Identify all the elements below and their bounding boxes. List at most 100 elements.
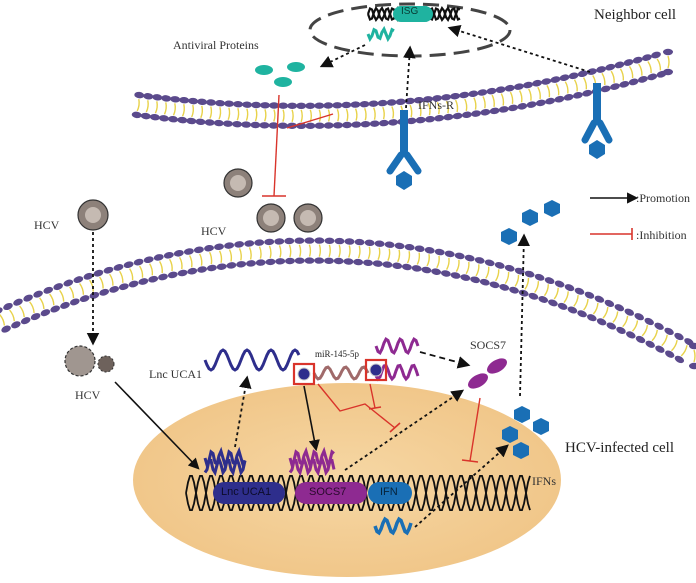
phospholipid-head xyxy=(242,101,253,108)
phospholipid-head xyxy=(401,263,412,271)
socs7-mrna xyxy=(374,363,420,382)
phospholipid-head xyxy=(626,331,636,339)
phospholipid-head xyxy=(645,340,655,348)
phospholipid-head xyxy=(275,258,286,265)
phospholipid-head xyxy=(474,257,485,264)
phospholipid-tail xyxy=(553,287,559,300)
phospholipid-head xyxy=(123,261,134,269)
phospholipid-tail xyxy=(564,81,569,94)
phospholipid-head xyxy=(528,292,539,300)
phospholipid-head xyxy=(651,51,661,59)
phospholipid-head xyxy=(222,120,233,127)
antiviral-proteins-label: Antiviral Proteins xyxy=(173,38,259,52)
phospholipid-head xyxy=(577,310,587,318)
phospholipid-head xyxy=(544,277,555,285)
phospholipid-head xyxy=(133,258,144,266)
phospholipid-tail xyxy=(109,273,114,286)
phospholipid-head xyxy=(450,92,461,100)
phospholipid-tail xyxy=(445,100,450,114)
ifn-molecule xyxy=(544,200,560,217)
gene-ifn xyxy=(368,482,412,504)
phospholipid-tail xyxy=(464,98,468,112)
phospholipid-tail xyxy=(622,315,629,328)
phospholipid-tail xyxy=(628,66,634,79)
phospholipid-tail xyxy=(482,96,486,109)
phospholipid-head xyxy=(314,257,325,264)
phospholipid-head xyxy=(342,121,353,129)
phospholipid-head xyxy=(170,96,181,103)
phospholipid-head xyxy=(468,90,479,98)
phospholipid-head xyxy=(514,267,525,275)
phospholipid-head xyxy=(269,102,280,109)
phospholipid-tail xyxy=(528,88,532,101)
phospholipid-head xyxy=(118,283,129,291)
phospholipid-head xyxy=(285,257,295,265)
phospholipid-head xyxy=(241,121,252,128)
phospholipid-tail xyxy=(475,264,480,277)
phospholipid-head xyxy=(163,252,174,259)
phospholipid-tail xyxy=(364,107,367,121)
phospholipid-tail xyxy=(563,291,569,304)
phospholipid-tail xyxy=(601,72,606,86)
socs7-label: SOCS7 xyxy=(470,338,507,352)
antiviral-protein xyxy=(274,77,292,87)
phospholipid-head xyxy=(559,74,570,81)
phospholipid-head xyxy=(368,100,379,107)
phospholipid-head xyxy=(197,266,208,273)
phospholipid-head xyxy=(450,272,461,279)
phospholipid-head xyxy=(674,332,684,341)
phospholipid-head xyxy=(363,259,373,267)
phospholipid-head xyxy=(359,100,370,108)
phospholipid-head xyxy=(444,250,455,258)
phospholipid-head xyxy=(689,342,696,350)
phospholipid-tail xyxy=(661,334,668,347)
phospholipid-head xyxy=(143,256,154,264)
phospholipid-head xyxy=(360,120,371,128)
phospholipid-head xyxy=(635,335,646,344)
phospholipid-tail xyxy=(227,107,231,120)
phospholipid-tail xyxy=(163,102,167,115)
phospholipid-tail xyxy=(245,108,249,121)
phospholipid-head xyxy=(394,242,405,250)
lnc-uca1-rna xyxy=(203,348,301,372)
phospholipid-head xyxy=(11,321,21,329)
phospholipid-head xyxy=(632,56,643,64)
phospholipid-head xyxy=(489,107,500,115)
phospholipid-head xyxy=(149,113,160,121)
phospholipid-head xyxy=(392,262,403,270)
phospholipid-tail xyxy=(631,320,639,332)
phospholipid-head xyxy=(382,261,393,268)
phospholipid-head xyxy=(568,72,579,80)
phospholipid-head xyxy=(351,121,362,128)
phospholipid-head xyxy=(374,240,385,247)
phospholipid-head xyxy=(674,355,685,364)
phospholipid-head xyxy=(614,61,625,69)
phospholipid-tail xyxy=(254,108,258,122)
phospholipid-tail xyxy=(426,254,430,267)
phospholipid-head xyxy=(305,102,316,110)
phospholipid-tail xyxy=(583,298,589,311)
phospholipid-tail xyxy=(178,256,183,270)
phospholipid-head xyxy=(265,258,276,266)
phospholipid-head xyxy=(606,322,617,330)
phospholipid-tail xyxy=(273,109,276,122)
phospholipid-head xyxy=(250,121,261,129)
phospholipid-head xyxy=(334,237,345,245)
phospholipid-tail xyxy=(641,324,649,337)
phospholipid-head xyxy=(614,304,625,312)
mir-145-5p-strand xyxy=(312,365,370,381)
phospholipid-tail xyxy=(555,83,560,96)
phospholipid-tail xyxy=(543,284,549,297)
phospholipid-tail xyxy=(473,97,477,110)
phospholipid-head xyxy=(278,102,289,109)
phospholipid-head xyxy=(183,248,194,255)
phospholipid-head xyxy=(557,302,568,310)
isg-mrna xyxy=(366,25,395,43)
phospholipid-head xyxy=(251,101,262,109)
phospholipid-tail xyxy=(268,245,272,259)
phospholipid-head xyxy=(187,267,198,275)
phospholipid-head xyxy=(586,68,597,75)
phospholipid-tail xyxy=(537,86,541,100)
phospholipid-head xyxy=(596,66,607,73)
phospholipid-tail xyxy=(382,106,385,120)
